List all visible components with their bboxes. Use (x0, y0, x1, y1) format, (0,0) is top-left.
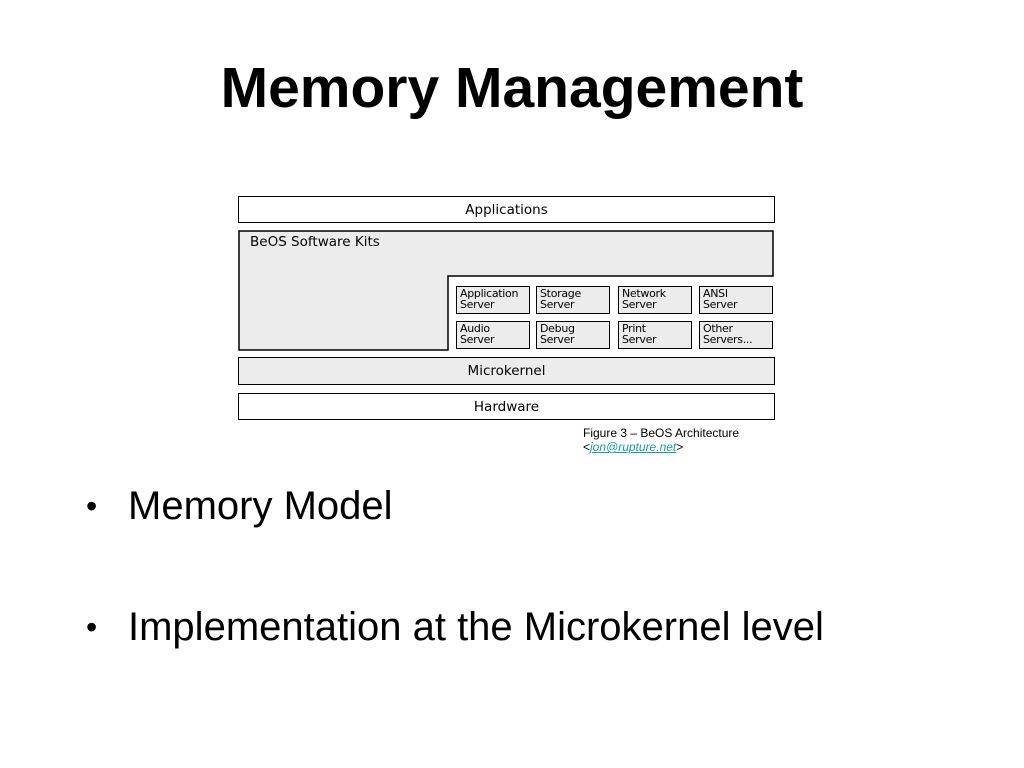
bullet-list: • Memory Model • Implementation at the M… (86, 482, 824, 651)
bullet-item: • Memory Model (86, 482, 824, 530)
software-kits-layer (238, 230, 774, 351)
beos-architecture-diagram: Applications BeOS Software Kits Applicat… (238, 196, 775, 422)
bullet-item: • Implementation at the Microkernel leve… (86, 603, 824, 651)
bullet-dot-icon: • (86, 609, 98, 645)
applications-layer: Applications (238, 196, 775, 223)
bullet-text: Memory Model (128, 484, 393, 528)
caption-text: Figure 3 – BeOS Architecture (583, 426, 740, 440)
caption-link-line: <jon@rupture.net> (583, 440, 684, 454)
software-kits-label: BeOS Software Kits (250, 234, 380, 250)
microkernel-layer: Microkernel (238, 357, 775, 385)
figure-caption: Figure 3 – BeOS Architecture <jon@ruptur… (583, 426, 739, 454)
hardware-layer: Hardware (238, 393, 775, 420)
email-link[interactable]: jon@rupture.net (590, 440, 677, 454)
slide-title: Memory Management (220, 56, 804, 120)
bullet-dot-icon: • (86, 488, 98, 524)
bullet-text: Implementation at the Microkernel level (128, 605, 824, 649)
